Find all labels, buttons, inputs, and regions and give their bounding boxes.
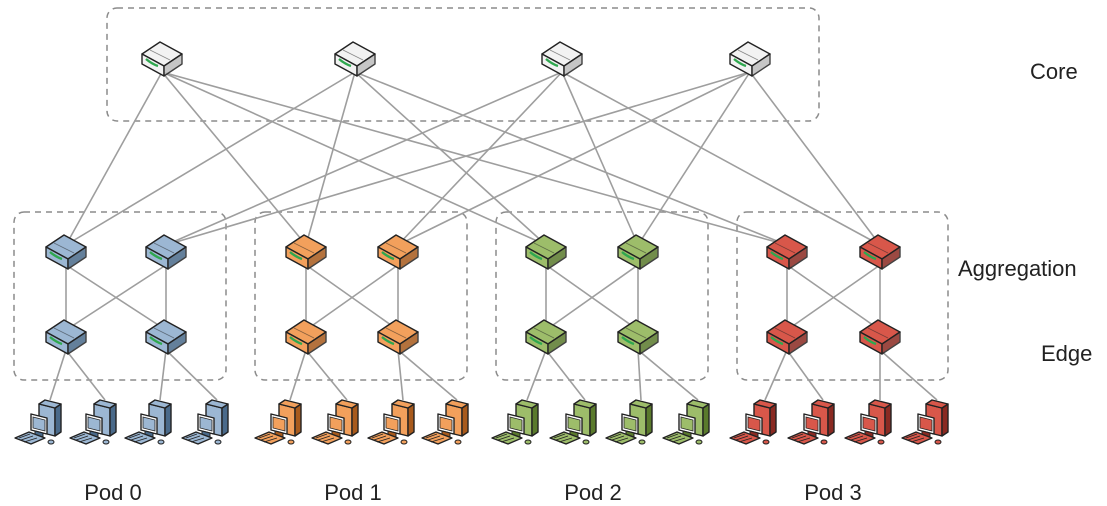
- layer-label-edge: Edge: [1041, 341, 1093, 366]
- edge-host-link: [637, 349, 699, 401]
- edge-host-link: [305, 349, 348, 401]
- core-agg-link: [354, 71, 547, 246]
- edge-host-link: [786, 349, 824, 401]
- core-agg-link: [397, 71, 751, 246]
- edge-switch-icon: [859, 319, 901, 355]
- pod-label-0: Pod 0: [84, 480, 142, 505]
- core-switch-icon: [334, 41, 376, 77]
- core-layer-box: [106, 7, 820, 122]
- computer-host-icon: [549, 399, 597, 445]
- core-agg-link: [165, 71, 563, 246]
- computer-host-icon: [844, 399, 892, 445]
- edge-switch-icon: [45, 319, 87, 355]
- layer-label-aggregation: Aggregation: [958, 256, 1077, 281]
- aggregation-switch-icon: [617, 234, 659, 270]
- edge-host-link: [526, 349, 547, 401]
- agg-edge-link: [786, 264, 881, 331]
- core-agg-link: [65, 71, 356, 246]
- core-switch-icon: [141, 41, 183, 77]
- aggregation-switch-icon: [145, 234, 187, 270]
- pod-box-0: [13, 211, 227, 381]
- aggregation-switch-icon: [859, 234, 901, 270]
- edge-host-link: [289, 349, 307, 401]
- pod-label-1: Pod 1: [324, 480, 382, 505]
- pod-label-3: Pod 3: [804, 480, 862, 505]
- core-switch-icon: [541, 41, 583, 77]
- computer-host-icon: [69, 399, 117, 445]
- computer-host-icon: [367, 399, 415, 445]
- edge-switch-icon: [145, 319, 187, 355]
- aggregation-switch-icon: [285, 234, 327, 270]
- core-agg-link: [161, 71, 788, 246]
- computer-host-icon: [254, 399, 302, 445]
- computer-host-icon: [605, 399, 653, 445]
- computer-host-icon: [662, 399, 710, 445]
- pod-box-3: [736, 211, 949, 381]
- edge-switch-icon: [525, 319, 567, 355]
- computer-host-icon: [14, 399, 62, 445]
- edge-host-link: [879, 349, 938, 401]
- core-agg-link: [161, 71, 307, 246]
- core-switch-icon: [729, 41, 771, 77]
- layer-label-core: Core: [1030, 59, 1078, 84]
- edge-host-link: [545, 349, 586, 401]
- pod-box-1: [254, 211, 468, 381]
- core-agg-link: [561, 71, 881, 246]
- edge-host-link: [764, 349, 788, 401]
- edge-switch-icon: [377, 319, 419, 355]
- computer-host-icon: [311, 399, 359, 445]
- computer-host-icon: [729, 399, 777, 445]
- pod-label-2: Pod 2: [564, 480, 622, 505]
- edge-switch-icon: [766, 319, 808, 355]
- computer-host-icon: [491, 399, 539, 445]
- computer-host-icon: [901, 399, 949, 445]
- core-agg-link: [561, 71, 639, 246]
- edge-host-link: [49, 349, 67, 401]
- edge-host-link: [397, 349, 404, 401]
- core-agg-link: [749, 71, 881, 246]
- computer-host-icon: [124, 399, 172, 445]
- agg-edge-link: [65, 264, 167, 331]
- computer-host-icon: [421, 399, 469, 445]
- core-agg-link: [165, 71, 751, 246]
- aggregation-switch-icon: [525, 234, 567, 270]
- aggregation-switch-icon: [45, 234, 87, 270]
- edge-host-link: [159, 349, 167, 401]
- edge-host-link: [65, 349, 106, 401]
- edge-switch-icon: [617, 319, 659, 355]
- core-agg-link: [397, 71, 563, 246]
- edge-host-link: [637, 349, 642, 401]
- computer-host-icon: [787, 399, 835, 445]
- edge-switch-icon: [285, 319, 327, 355]
- pod-box-2: [495, 211, 709, 381]
- agg-edge-link: [545, 264, 639, 331]
- core-agg-link: [161, 71, 547, 246]
- core-agg-link: [305, 71, 356, 246]
- agg-edge-link: [305, 264, 399, 331]
- core-agg-link: [65, 71, 163, 246]
- core-agg-link: [637, 71, 751, 246]
- aggregation-switch-icon: [766, 234, 808, 270]
- aggregation-switch-icon: [377, 234, 419, 270]
- edge-host-link: [397, 349, 458, 401]
- edge-host-link: [165, 349, 218, 401]
- computer-host-icon: [181, 399, 229, 445]
- core-agg-link: [354, 71, 788, 246]
